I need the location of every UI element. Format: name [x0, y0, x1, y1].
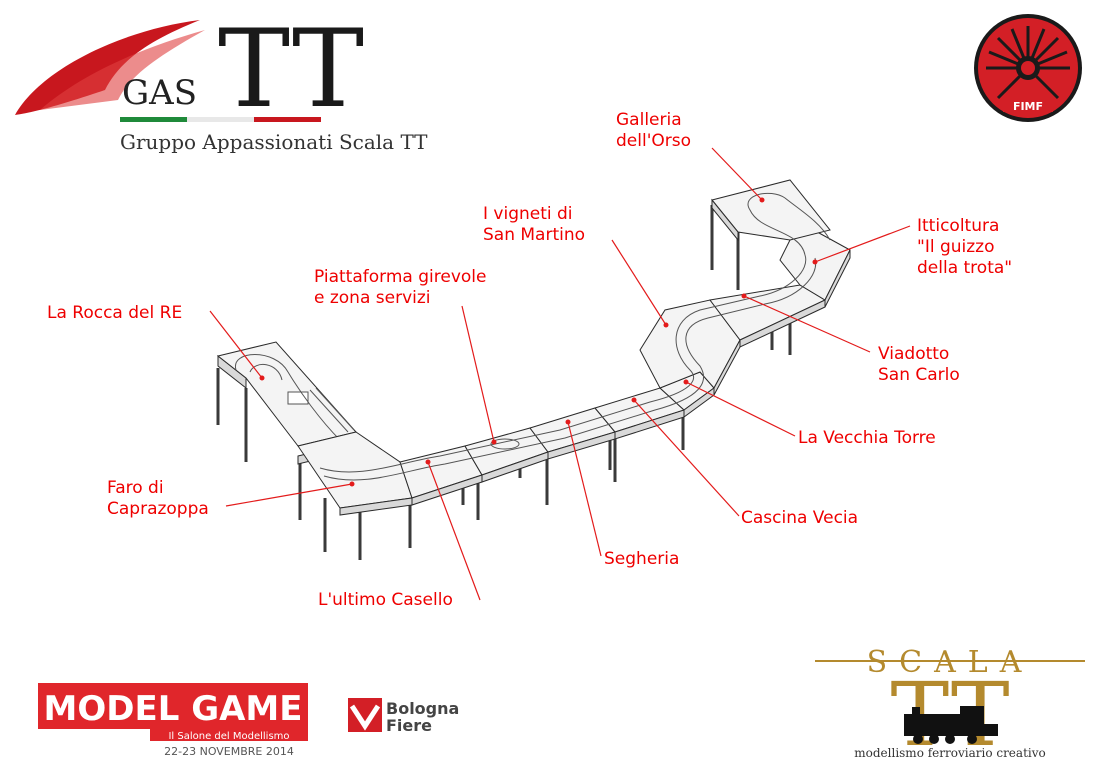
model-game-logo: MODEL GAME Il Salone del Modellismo 22-2…: [38, 683, 308, 758]
label-cascina: Cascina Vecia: [741, 508, 858, 528]
gas-tt-logo: GAS TT Gruppo Appassionati Scala TT: [15, 7, 428, 154]
model-game-title: MODEL GAME: [44, 689, 303, 729]
module-galleria: [711, 179, 831, 241]
location-labels: Galleria dell'Orso I vigneti di San Mart…: [47, 110, 1012, 610]
fimf-logo: FIMF: [974, 14, 1082, 122]
label-piattaforma: Piattaforma girevole e zona servizi: [314, 267, 492, 308]
model-game-dates: 22-23 NOVEMBRE 2014: [164, 745, 294, 758]
label-torre: La Vecchia Torre: [798, 428, 936, 448]
flag-red: [254, 117, 321, 122]
label-viadotto: Viadotto San Carlo: [878, 344, 960, 385]
scala-tt-logo: SCALA TT modellismo ferroviario creativo: [815, 645, 1085, 766]
label-casello: L'ultimo Casello: [318, 590, 453, 610]
bologna-fiere-logo: Bologna Fiere: [348, 698, 459, 735]
fimf-text: FIMF: [1013, 100, 1043, 113]
label-vigneti: I vigneti di San Martino: [483, 204, 585, 245]
label-itticoltura: Itticoltura "Il guizzo della trota": [917, 216, 1012, 278]
scala-word: SCALA: [867, 645, 1034, 680]
track-layout: [216, 179, 851, 560]
model-game-subtitle: Il Salone del Modellismo: [168, 731, 289, 742]
label-galleria: Galleria dell'Orso: [616, 110, 691, 151]
gas-small-text: GAS: [122, 73, 197, 113]
gas-big-text: TT: [218, 7, 364, 132]
flag-white: [187, 117, 254, 122]
leader-lines: [209, 147, 911, 601]
label-rocca: La Rocca del RE: [47, 303, 182, 323]
flag-green: [120, 117, 187, 122]
bologna-text: Bologna: [386, 699, 459, 718]
scala-tagline: modellismo ferroviario creativo: [854, 746, 1045, 760]
label-segheria: Segheria: [604, 549, 679, 569]
locomotive-icon: [904, 706, 998, 744]
module-faro: [297, 431, 413, 509]
gas-subtitle: Gruppo Appassionati Scala TT: [120, 130, 428, 154]
fiere-text: Fiere: [386, 716, 432, 735]
label-faro: Faro di Caprazoppa: [107, 478, 209, 519]
module-rocca: [216, 341, 357, 447]
